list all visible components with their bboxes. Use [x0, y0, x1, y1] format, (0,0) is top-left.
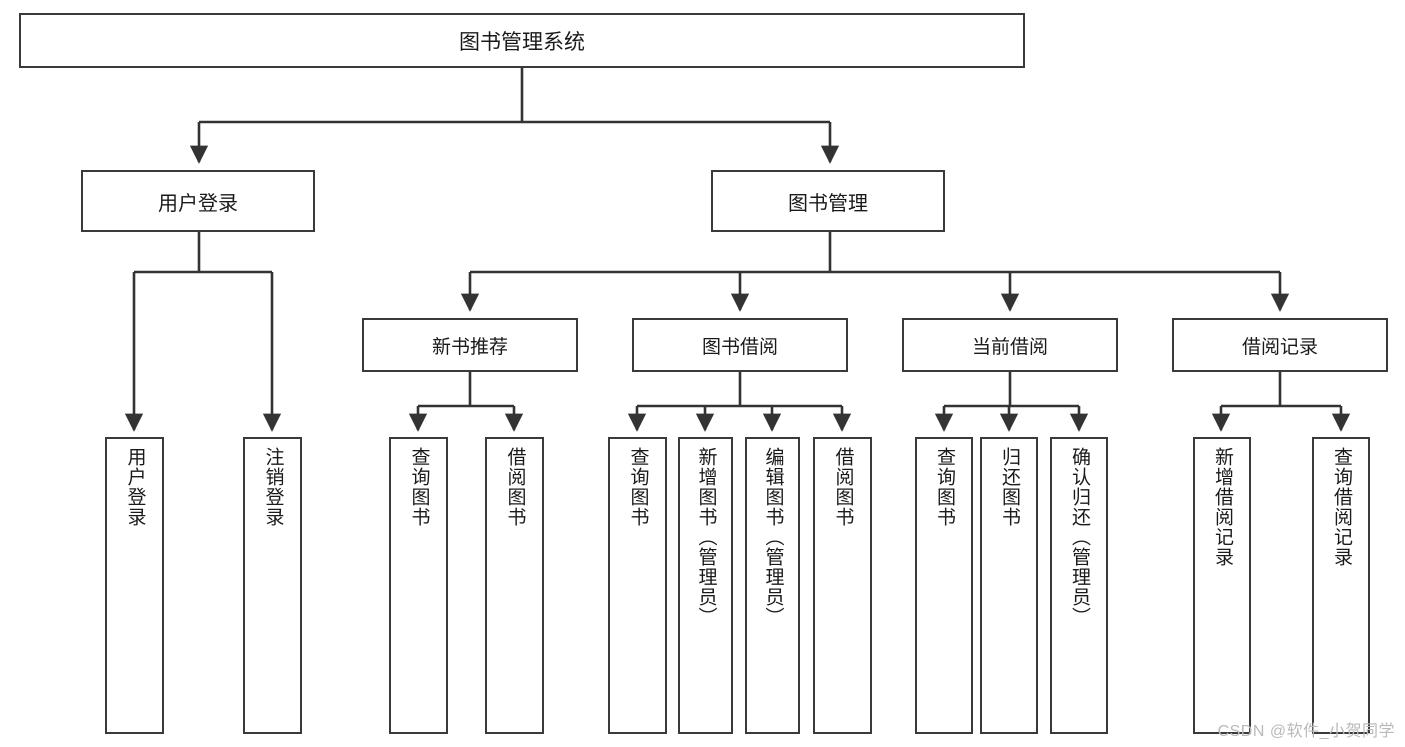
node-label: 借阅图书	[832, 447, 854, 527]
node-label: 图书管理	[788, 192, 868, 215]
node-label: 新增借阅记录	[1211, 447, 1233, 567]
node-label: 图书管理系统	[459, 30, 585, 54]
leaf-current-return-book[interactable]: 归还图书	[980, 437, 1038, 734]
node-label: 借阅图书	[504, 447, 526, 527]
node-label: 借阅记录	[1241, 336, 1318, 358]
node-label: 注销登录	[262, 447, 284, 527]
node-label: 归还图书	[998, 447, 1020, 527]
node-label: 查询图书	[933, 447, 955, 527]
node-label: 新书推荐	[431, 336, 508, 358]
node-label: 查询图书	[408, 447, 430, 527]
leaf-borrow-borrow-book[interactable]: 借阅图书	[813, 437, 872, 734]
node-new-book-recommend[interactable]: 新书推荐	[362, 318, 578, 372]
leaf-user-login[interactable]: 用户登录	[105, 437, 164, 734]
node-label: 当前借阅	[971, 336, 1048, 358]
node-label: 用户登录	[158, 192, 238, 215]
node-book-management[interactable]: 图书管理	[711, 170, 945, 232]
leaf-recommend-borrow-book[interactable]: 借阅图书	[485, 437, 544, 734]
leaf-borrow-query-book[interactable]: 查询图书	[608, 437, 667, 734]
node-label: 图书借阅	[701, 336, 778, 358]
leaf-current-query-book[interactable]: 查询图书	[915, 437, 973, 734]
node-book-borrow[interactable]: 图书借阅	[632, 318, 848, 372]
leaf-record-query-record[interactable]: 查询借阅记录	[1312, 437, 1370, 734]
node-root-system[interactable]: 图书管理系统	[19, 13, 1025, 68]
node-label: 新增图书（管理员）	[695, 447, 717, 627]
watermark-text: CSDN @软件_小贺同学	[1217, 723, 1395, 740]
node-label: 用户登录	[124, 447, 146, 527]
leaf-recommend-query-book[interactable]: 查询图书	[389, 437, 448, 734]
node-label: 查询借阅记录	[1330, 447, 1352, 567]
leaf-current-confirm-return[interactable]: 确认归还（管理员）	[1050, 437, 1108, 734]
node-current-borrow[interactable]: 当前借阅	[902, 318, 1118, 372]
node-user-login[interactable]: 用户登录	[81, 170, 315, 232]
node-label: 查询图书	[627, 447, 649, 527]
leaf-borrow-add-book[interactable]: 新增图书（管理员）	[678, 437, 733, 734]
node-label: 确认归还（管理员）	[1068, 447, 1090, 627]
node-label: 编辑图书（管理员）	[762, 447, 784, 627]
leaf-record-add-record[interactable]: 新增借阅记录	[1193, 437, 1251, 734]
leaf-borrow-edit-book[interactable]: 编辑图书（管理员）	[745, 437, 800, 734]
leaf-user-logout[interactable]: 注销登录	[243, 437, 302, 734]
node-borrow-record[interactable]: 借阅记录	[1172, 318, 1388, 372]
